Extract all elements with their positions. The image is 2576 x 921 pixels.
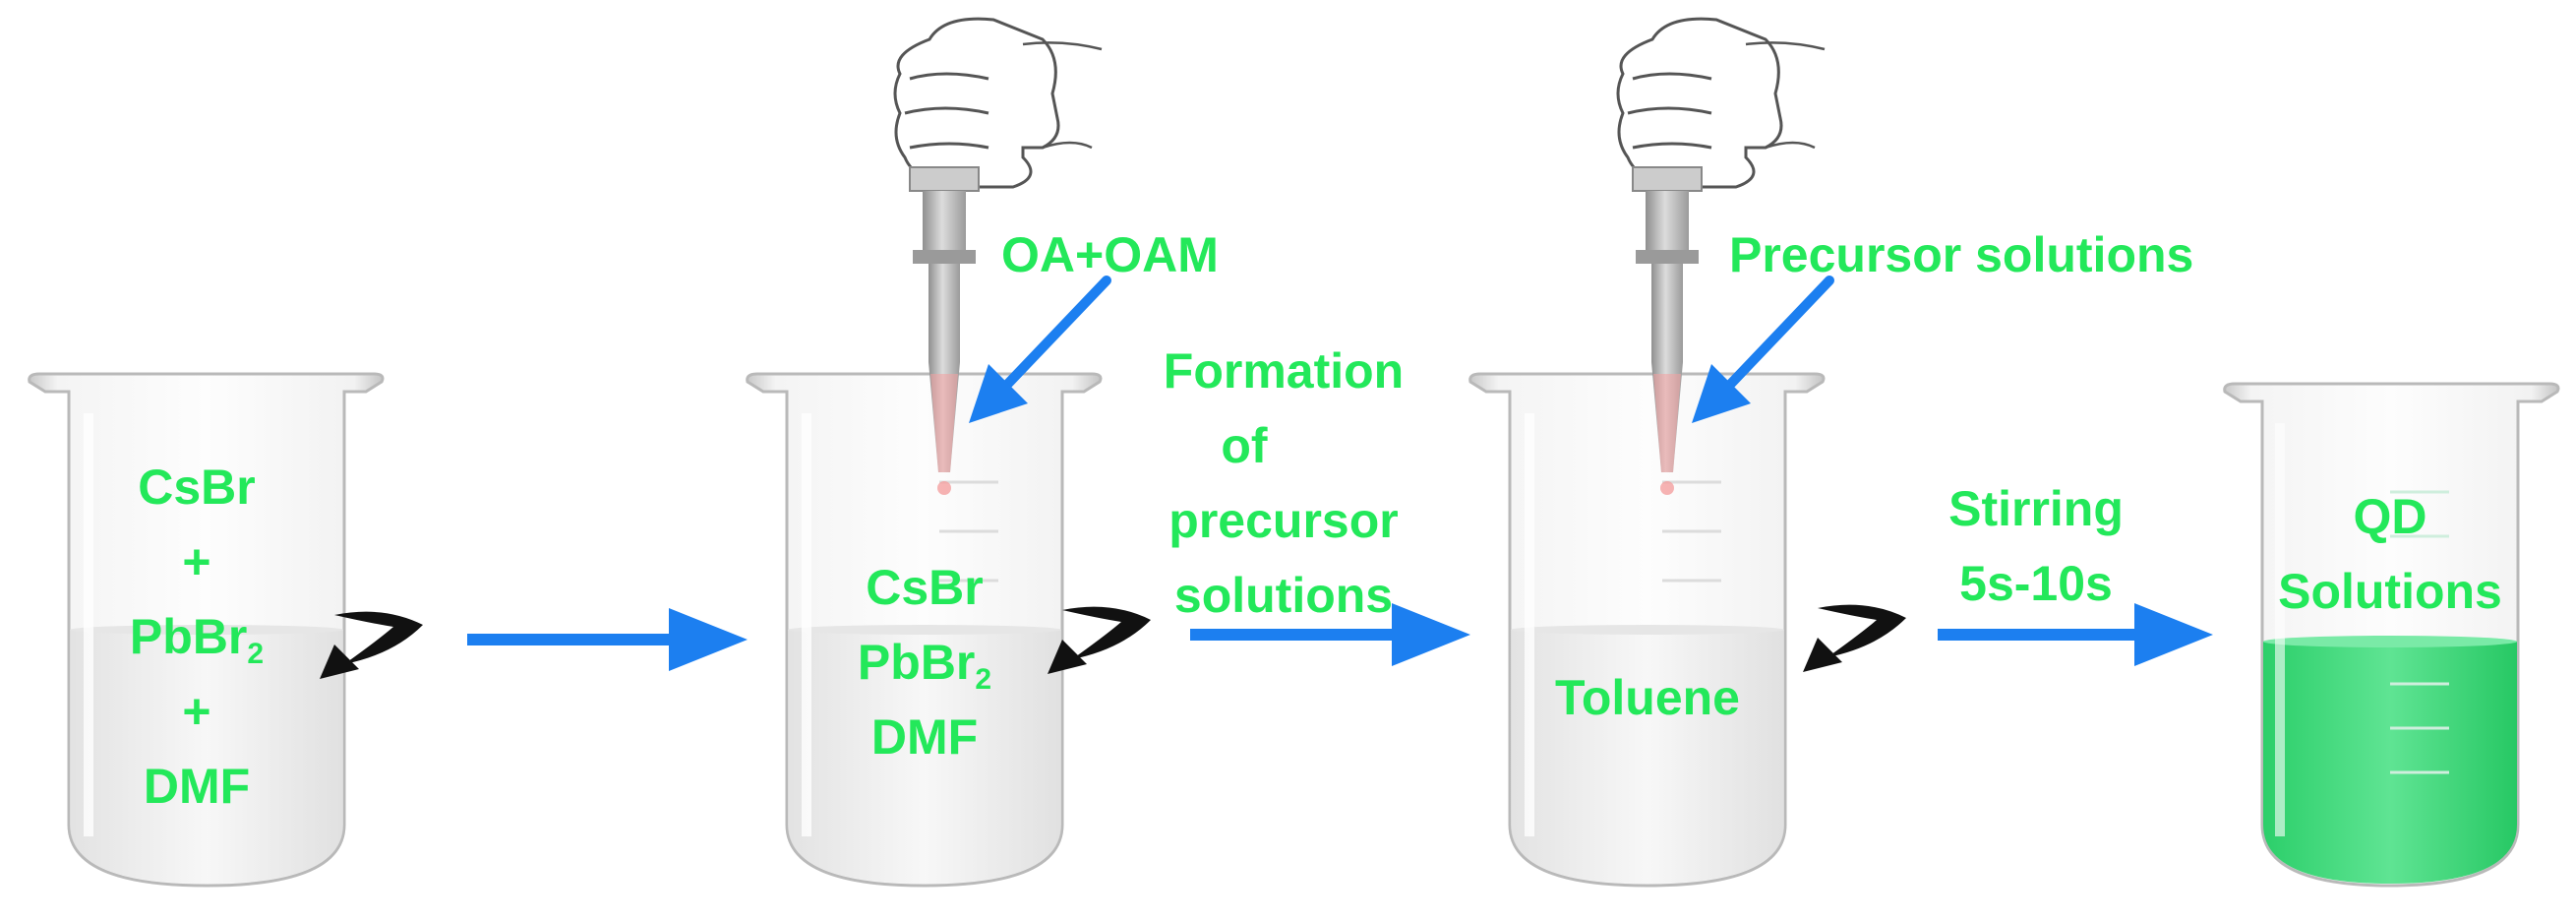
stir-arrow-icon	[1048, 606, 1151, 674]
pipette-label-precursor: Precursor solutions	[1729, 227, 2194, 282]
pipette-label-oa-oam: OA+OAM	[1001, 227, 1219, 282]
stir-arrow-icon	[1803, 604, 1906, 672]
pipette-tip	[930, 374, 958, 472]
beaker-4	[2223, 382, 2560, 888]
stir-arrow-icon	[320, 611, 423, 679]
right-arrow-icon	[467, 608, 748, 671]
beaker-1	[28, 372, 385, 888]
hand-pipette-icon	[1616, 17, 1826, 495]
pipette-tip	[1653, 374, 1681, 472]
right-arrow-icon	[969, 276, 1111, 423]
right-arrow-icon	[1938, 603, 2213, 666]
formation-step-label: Formation of precursor solutions	[1163, 343, 1405, 623]
beaker-2	[746, 372, 1103, 888]
beaker-3-label: Toluene	[1555, 670, 1740, 725]
hand-pipette-icon	[893, 17, 1103, 495]
beaker-4-label: QD Solutions	[2278, 489, 2502, 619]
right-arrow-icon	[1692, 276, 1834, 423]
beaker-1-label: CsBr + PbBr2 + DMF	[129, 460, 265, 814]
right-arrow-icon	[1190, 603, 1470, 666]
qd-solution-liquid	[2263, 642, 2517, 884]
beaker-3	[1468, 372, 1826, 888]
beaker-2-label: CsBr PbBr2 DMF	[857, 560, 992, 765]
stirring-step-label: Stirring 5s-10s	[1948, 481, 2124, 611]
